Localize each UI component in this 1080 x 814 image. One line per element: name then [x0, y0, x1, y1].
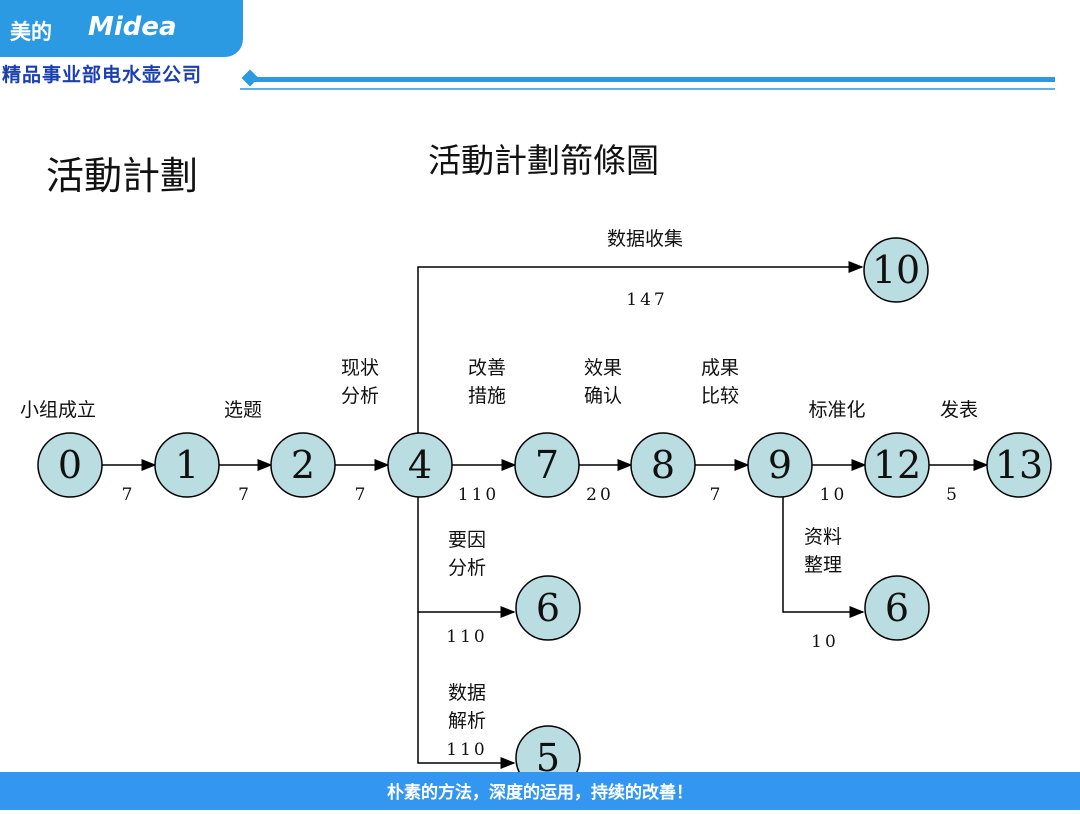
event-node-label: 0: [58, 443, 82, 487]
event-node: [270, 432, 336, 498]
event-node-label: 10: [872, 248, 920, 292]
event-node: [864, 432, 930, 498]
event-node: [515, 575, 581, 641]
activity-duration: 110: [446, 627, 487, 647]
event-node-label: 4: [408, 443, 432, 487]
event-node-label: 12: [873, 443, 921, 487]
activity-name: 改善措施: [468, 357, 506, 407]
event-node-label: 2: [291, 443, 315, 487]
activity-name: 资料整理: [804, 526, 842, 576]
activity-name: 发表: [940, 399, 978, 421]
event-node-label: 8: [651, 443, 675, 487]
event-node: [986, 432, 1052, 498]
activity-duration: 7: [710, 485, 724, 505]
activity-name: 现状分析: [341, 357, 379, 407]
logo-cn: 美的: [10, 20, 52, 44]
event-node: [154, 432, 220, 498]
activity-duration: 7: [238, 485, 252, 505]
activity-duration: 5: [946, 485, 960, 505]
event-node-label: 6: [885, 586, 909, 630]
activity-duration: 7: [355, 485, 369, 505]
event-node-label: 1: [175, 443, 199, 487]
activity-name: 选题: [224, 399, 262, 421]
activity-arrow: [782, 497, 865, 618]
activity-arrow: [417, 261, 864, 497]
page-title: 活動計劃: [46, 154, 199, 198]
midea-logo: 美的 Midea: [0, 0, 243, 57]
activity-name: 数据收集: [607, 228, 683, 250]
event-node: [747, 432, 813, 498]
event-node: [514, 432, 580, 498]
event-node-label: 9: [768, 443, 792, 487]
activity-duration: 20: [586, 485, 614, 505]
activity-duration: 7: [122, 485, 136, 505]
event-node: [37, 432, 103, 498]
activity-name: 数据解析: [448, 682, 486, 732]
activity-name: 效果确认: [584, 357, 622, 407]
activity-name: 标准化: [808, 399, 865, 421]
department-name: 精品事业部电水壶公司: [2, 64, 203, 86]
event-node-label: 6: [536, 586, 560, 630]
event-node: [864, 575, 930, 641]
activity-name: 要因分析: [448, 529, 486, 579]
activity-name: 成果比较: [701, 357, 739, 407]
header-rule: [250, 77, 1055, 82]
logo-en: Midea: [88, 12, 177, 42]
event-node-label: 13: [995, 443, 1043, 487]
header-rule-thin: [240, 88, 1055, 90]
event-node: [863, 237, 929, 303]
event-node-label: 7: [535, 443, 559, 487]
activity-name: 小组成立: [20, 399, 96, 421]
event-node: [387, 432, 453, 498]
event-node: [630, 432, 696, 498]
diagram-title: 活動計劃箭條圖: [428, 141, 659, 180]
footer-slogan: 朴素的方法，深度的运用，持续的改善！: [0, 772, 1080, 810]
activity-arrow: [417, 612, 516, 769]
activity-duration: 110: [446, 740, 487, 760]
activity-arrow: [417, 497, 516, 618]
activity-duration: 10: [820, 485, 848, 505]
activity-duration: 10: [811, 632, 839, 652]
activity-duration: 147: [626, 290, 667, 310]
activity-duration: 110: [458, 485, 499, 505]
